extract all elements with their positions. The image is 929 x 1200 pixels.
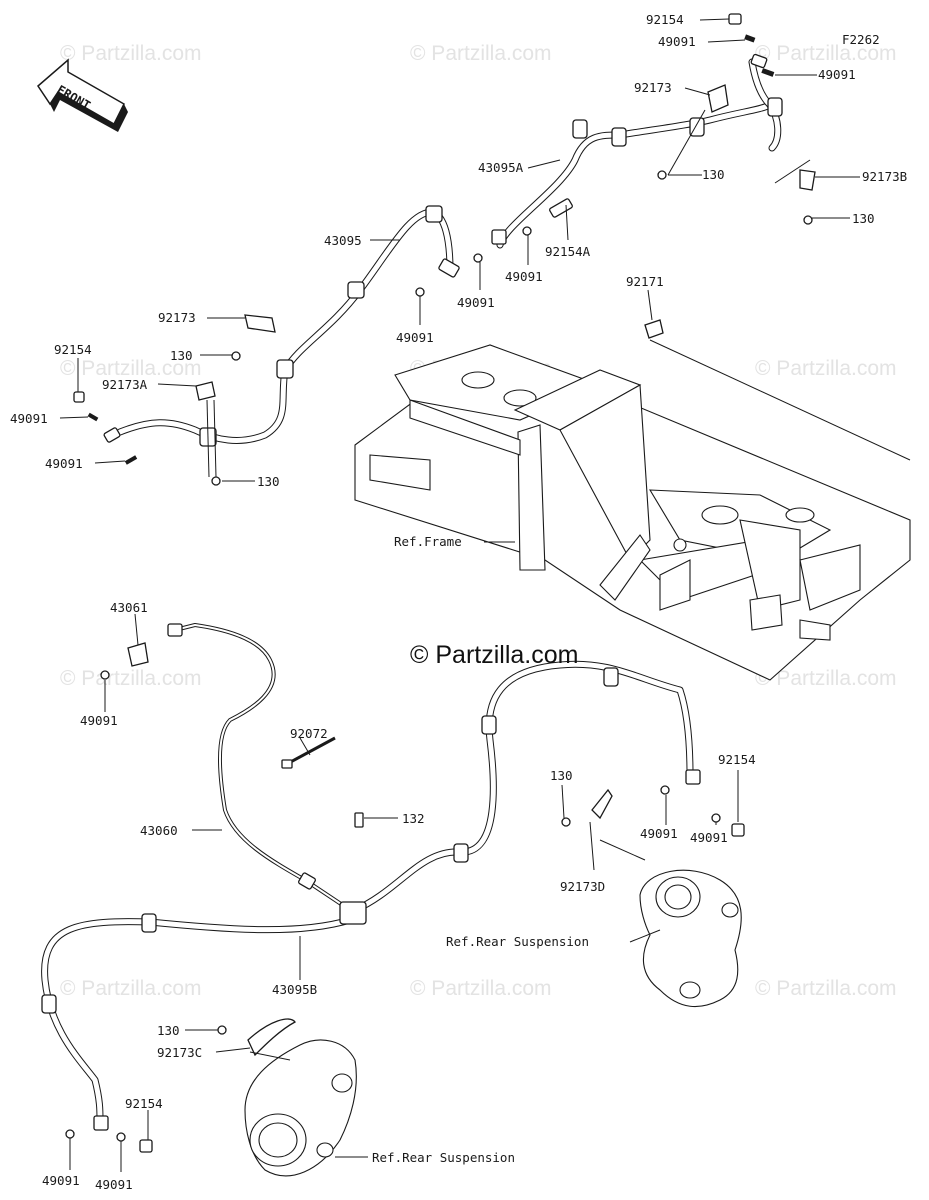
callout-43060: 43060 bbox=[140, 823, 178, 838]
figure-code: F2262 bbox=[842, 32, 880, 47]
callout-49091: 49091 bbox=[396, 330, 434, 345]
leader-lines bbox=[59, 18, 860, 1172]
watermark: © Partzilla.com bbox=[60, 357, 202, 380]
callout-49091: 49091 bbox=[10, 411, 48, 426]
callout-130: 130 bbox=[702, 167, 725, 182]
watermark-center: © Partzilla.com bbox=[410, 641, 578, 669]
watermark: © Partzilla.com bbox=[60, 42, 202, 65]
callout-43095: 43095 bbox=[324, 233, 362, 248]
callout-49091: 49091 bbox=[42, 1173, 80, 1188]
pipe-43060 bbox=[167, 623, 352, 912]
fittings-lower bbox=[65, 642, 745, 1153]
frame-assembly bbox=[354, 339, 911, 681]
hose-43095 bbox=[116, 205, 454, 447]
callout-130: 130 bbox=[157, 1023, 180, 1038]
callout-132: 132 bbox=[402, 811, 425, 826]
callout-labels: 92154 49091 49091 92173 130 92173B 130 4… bbox=[10, 12, 907, 1192]
callout-43095a: 43095A bbox=[478, 160, 524, 175]
ref-rear-suspension-label: Ref.Rear Suspension bbox=[372, 1150, 515, 1165]
callout-92173c: 92173C bbox=[157, 1045, 202, 1060]
fittings-top bbox=[73, 13, 816, 486]
callout-130: 130 bbox=[170, 348, 193, 363]
watermark: © Partzilla.com bbox=[755, 357, 897, 380]
callout-49091: 49091 bbox=[457, 295, 495, 310]
callout-49091: 49091 bbox=[95, 1177, 133, 1192]
callout-92173b: 92173B bbox=[862, 169, 907, 184]
callout-92173d: 92173D bbox=[560, 879, 605, 894]
ref-rear-suspension-label: Ref.Rear Suspension bbox=[446, 934, 589, 949]
callout-49091: 49091 bbox=[818, 67, 856, 82]
callout-92173: 92173 bbox=[634, 80, 672, 95]
callout-92154a: 92154A bbox=[545, 244, 591, 259]
ref-frame-label: Ref.Frame bbox=[394, 534, 462, 549]
callout-49091: 49091 bbox=[45, 456, 83, 471]
rear-suspension-knuckle-right bbox=[639, 869, 742, 1008]
callout-49091: 49091 bbox=[640, 826, 678, 841]
callout-92154: 92154 bbox=[646, 12, 684, 27]
callout-43061: 43061 bbox=[110, 600, 148, 615]
rear-suspension-knuckle-left bbox=[244, 1039, 357, 1177]
watermark: © Partzilla.com bbox=[755, 977, 897, 1000]
callout-92173: 92173 bbox=[158, 310, 196, 325]
watermark-layer: © Partzilla.com © Partzilla.com © Partzi… bbox=[60, 42, 897, 1000]
callout-130: 130 bbox=[550, 768, 573, 783]
callout-130: 130 bbox=[257, 474, 280, 489]
callout-92072: 92072 bbox=[290, 726, 328, 741]
callout-49091: 49091 bbox=[80, 713, 118, 728]
callout-92154: 92154 bbox=[718, 752, 756, 767]
reference-labels: Ref.Frame Ref.Rear Suspension Ref.Rear S… bbox=[372, 534, 589, 1165]
watermark: © Partzilla.com bbox=[410, 977, 552, 1000]
callout-92154: 92154 bbox=[54, 342, 92, 357]
watermark: © Partzilla.com bbox=[755, 42, 897, 65]
callout-92173a: 92173A bbox=[102, 377, 148, 392]
watermark: © Partzilla.com bbox=[410, 42, 552, 65]
callout-49091: 49091 bbox=[690, 830, 728, 845]
watermark: © Partzilla.com bbox=[755, 667, 897, 690]
front-arrow-icon: FRONT bbox=[37, 58, 128, 132]
callout-43095b: 43095B bbox=[272, 982, 317, 997]
callout-92154: 92154 bbox=[125, 1096, 163, 1111]
hose-43095b bbox=[41, 660, 701, 1131]
callout-92171: 92171 bbox=[626, 274, 664, 289]
watermark: © Partzilla.com bbox=[60, 667, 202, 690]
callout-49091: 49091 bbox=[658, 34, 696, 49]
callout-49091: 49091 bbox=[505, 269, 543, 284]
hose-43095a bbox=[496, 58, 783, 249]
watermark: © Partzilla.com bbox=[60, 977, 202, 1000]
callout-130: 130 bbox=[852, 211, 875, 226]
